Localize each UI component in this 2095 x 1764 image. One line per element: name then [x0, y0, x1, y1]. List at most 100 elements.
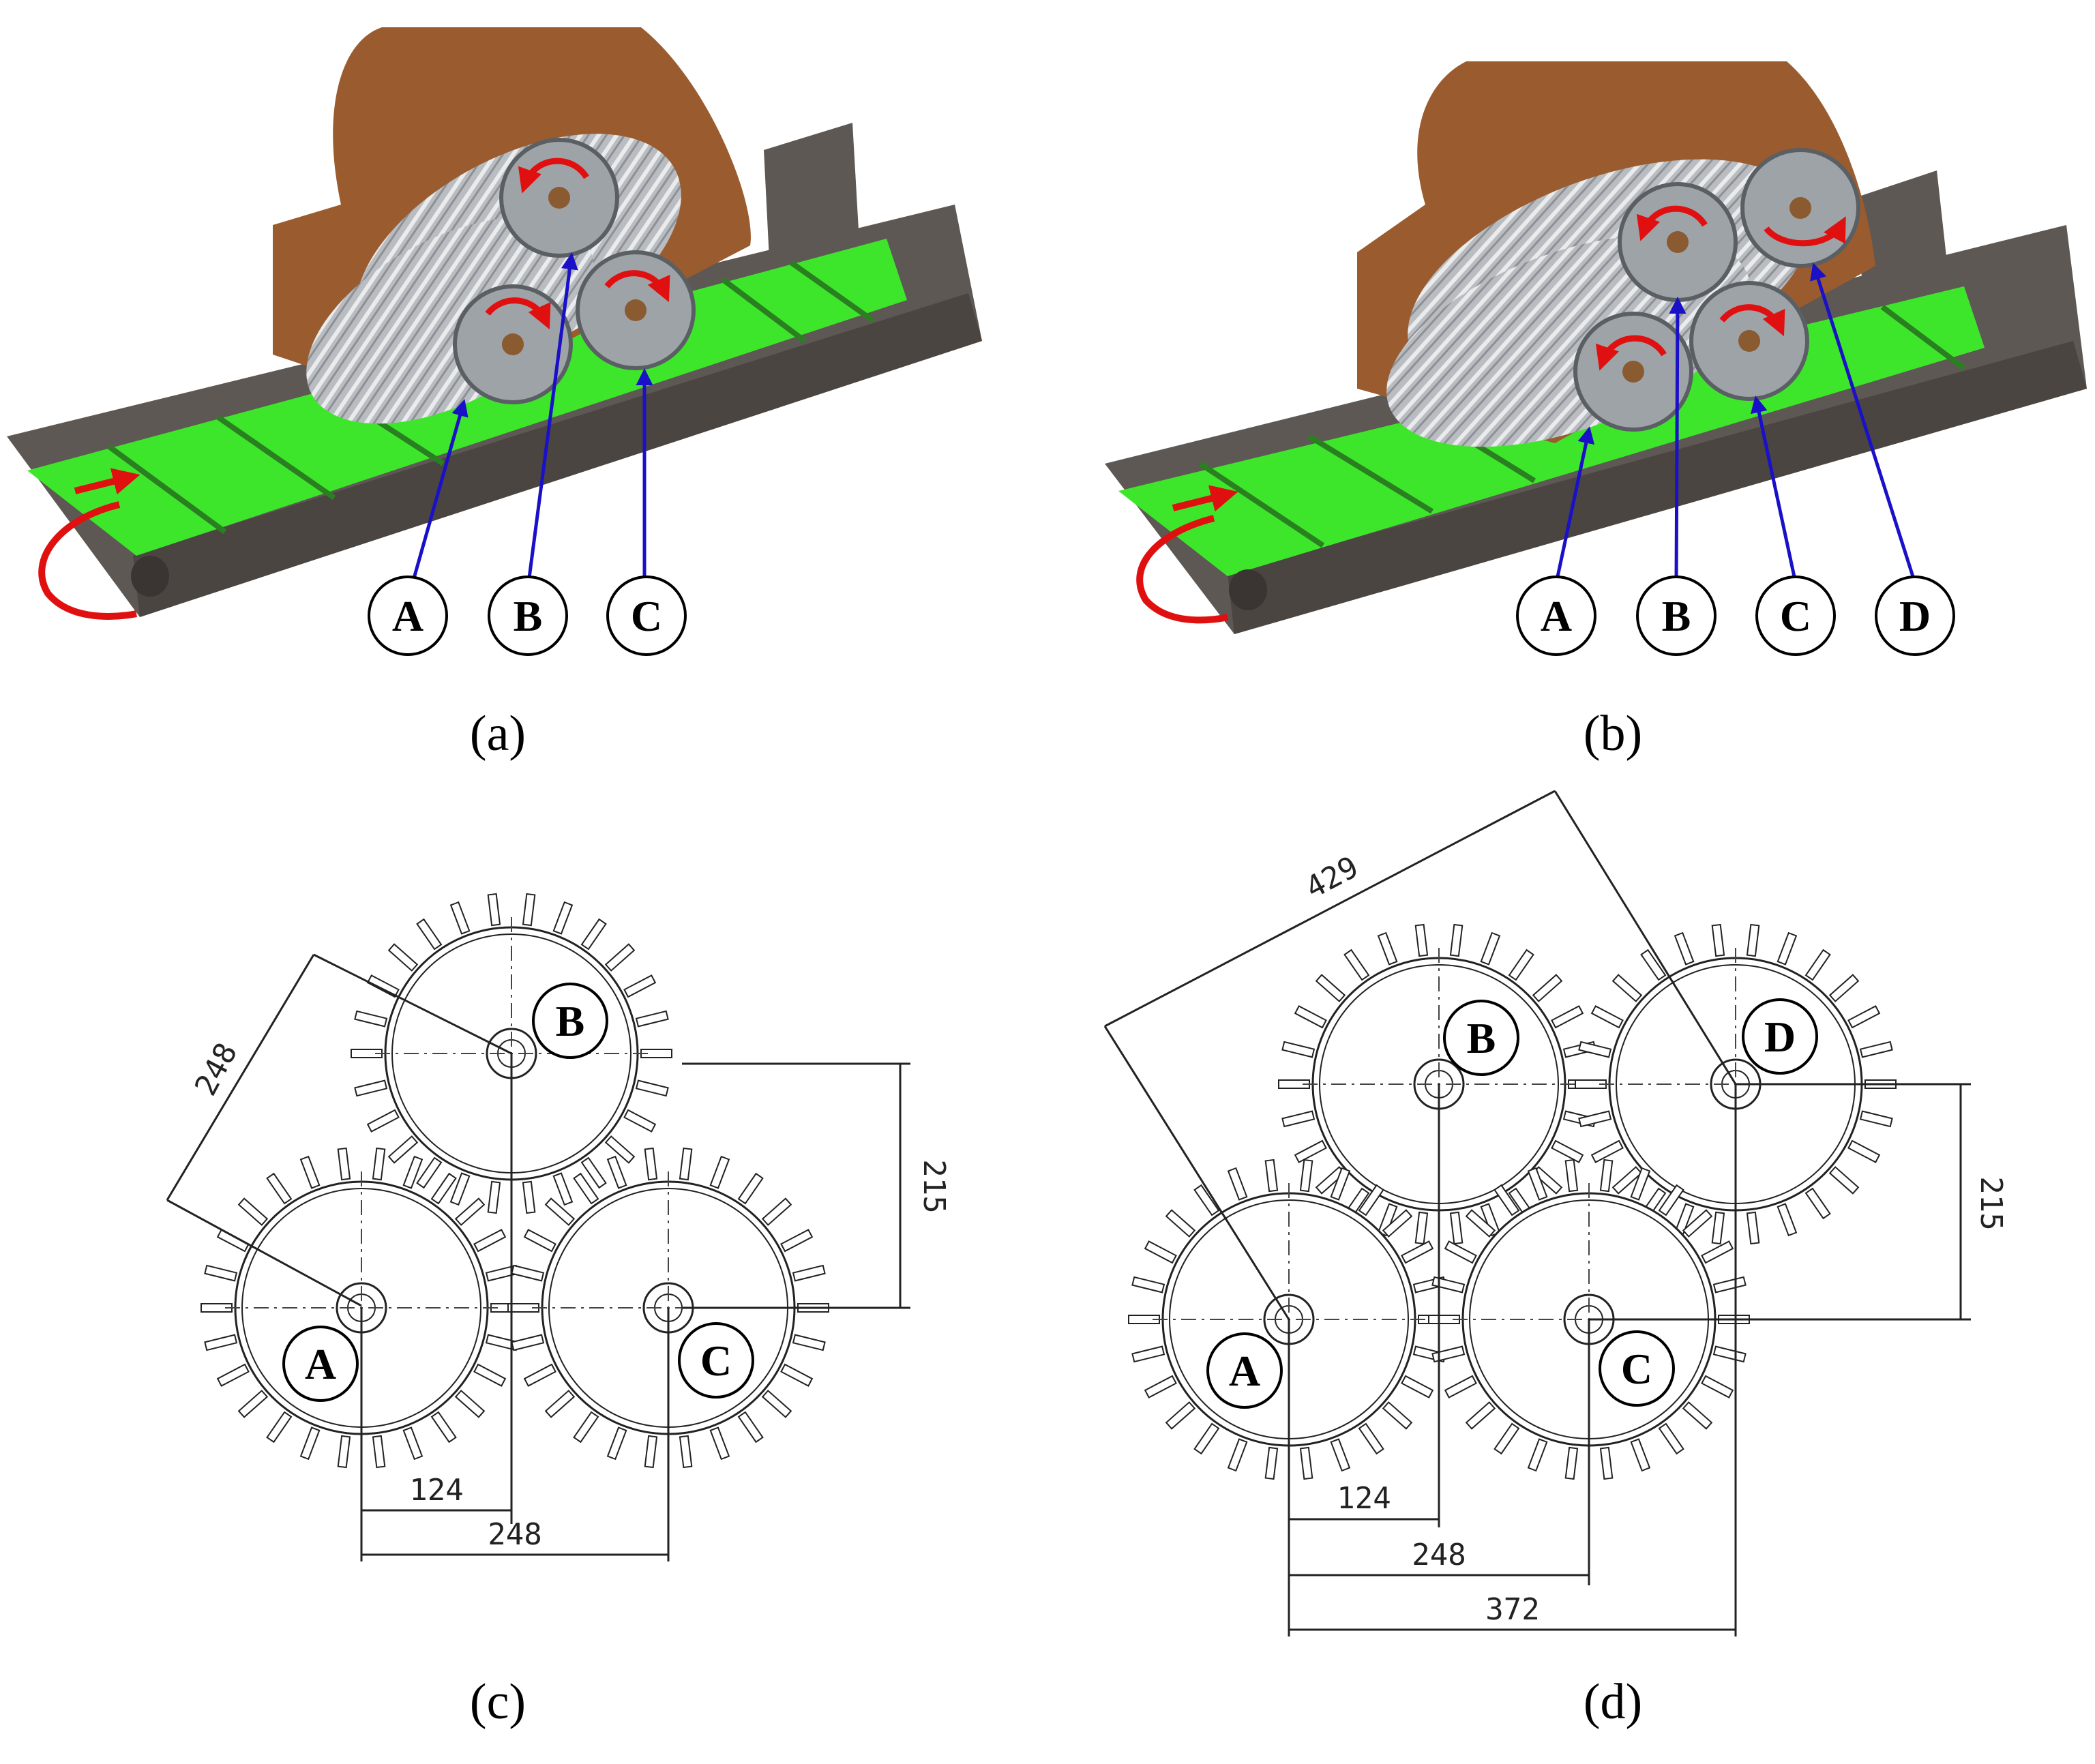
dim-short-d: 124: [1337, 1481, 1391, 1516]
bristle-tooth: [216, 1229, 250, 1253]
bristle-tooth: [204, 1264, 238, 1282]
callout-b-D: D: [1875, 575, 1955, 656]
bristle-tooth: [644, 1435, 658, 1469]
bristle-tooth: [1264, 1446, 1279, 1480]
callout-d-D: D: [1742, 998, 1818, 1075]
bristle-tooth: [416, 1156, 443, 1189]
bristle-tooth: [580, 1156, 607, 1189]
bristle-tooth: [1611, 974, 1643, 1002]
bristle-tooth: [1578, 1110, 1612, 1128]
callout-label: C: [631, 592, 662, 640]
callout-label: B: [1467, 1014, 1496, 1062]
bristle-tooth: [1711, 1211, 1725, 1245]
bristle-tooth: [1444, 1240, 1477, 1264]
bristle-tooth: [1701, 1240, 1734, 1264]
bristle-tooth: [1330, 1167, 1351, 1201]
bristle-tooth: [430, 1172, 457, 1205]
bristle-tooth: [623, 1109, 657, 1133]
bristle-tooth: [354, 1079, 388, 1097]
callout-c-C: C: [678, 1322, 754, 1399]
bristle-tooth: [237, 1197, 269, 1226]
bristle-tooth: [1444, 1375, 1477, 1399]
callout-label: A: [392, 592, 424, 640]
bristle-tooth: [1449, 923, 1463, 957]
bristle-tooth: [1401, 1240, 1434, 1264]
bristle-tooth: [1227, 1167, 1248, 1201]
bristle-tooth: [372, 1435, 386, 1469]
bristle-tooth: [1828, 974, 1860, 1002]
bristle-tooth: [606, 1155, 627, 1189]
bristle-tooth: [644, 1147, 658, 1181]
bristle-tooth: [552, 1172, 574, 1206]
bristle-tooth: [1804, 948, 1831, 981]
bristle-tooth: [761, 1390, 792, 1418]
bristle-tooth: [1578, 1041, 1612, 1058]
bristle-tooth: [1551, 1139, 1584, 1163]
bristle-tooth: [266, 1172, 293, 1205]
bristle-tooth: [1847, 1005, 1881, 1029]
bristle-tooth: [1465, 1209, 1496, 1238]
bristle-tooth: [337, 1147, 351, 1181]
bristle-tooth: [1859, 1041, 1893, 1058]
bristle-tooth: [1131, 1276, 1165, 1294]
dimension-lines-c: [166, 953, 910, 1561]
bristle-tooth: [1828, 1166, 1860, 1195]
bristle-tooth: [1508, 948, 1534, 981]
bristle-tooth: [372, 1147, 386, 1181]
dim-diag-c: 248: [188, 1037, 244, 1101]
callout-label: B: [1662, 592, 1691, 640]
bristle-tooth: [1527, 1438, 1548, 1472]
bristle-tooth: [737, 1172, 764, 1205]
callout-label: B: [556, 997, 585, 1045]
bristle-tooth: [511, 1264, 545, 1282]
callout-b-A: A: [1516, 575, 1596, 656]
bristle-tooth: [366, 1109, 400, 1133]
bristle-tooth: [266, 1411, 293, 1444]
bristle-tooth: [1564, 1158, 1579, 1193]
dim-short-c: 124: [409, 1473, 463, 1508]
bristle-tooth: [1281, 1041, 1316, 1058]
bristle-tooth: [1449, 1211, 1463, 1245]
bristle-tooth: [623, 974, 657, 998]
bristle-tooth: [1551, 1005, 1584, 1029]
bristle-tooth: [1564, 1446, 1579, 1480]
bristle-tooth: [1358, 1422, 1384, 1455]
bristle-tooth: [1599, 1446, 1614, 1480]
callout-b-C: C: [1755, 575, 1836, 656]
bristle-tooth: [1859, 1110, 1893, 1128]
bristle-tooth: [604, 1135, 636, 1164]
caption-d: (d): [1584, 1674, 1642, 1730]
bristle-tooth: [449, 901, 471, 935]
callout-label: A: [1229, 1347, 1260, 1395]
dim-vertical-d: 215: [1974, 1176, 2008, 1230]
bristle-tooth: [606, 1426, 627, 1461]
bristle-tooth: [1299, 1158, 1313, 1193]
callout-label: D: [1764, 1013, 1796, 1061]
bristle-tooth: [430, 1411, 457, 1444]
callout-label: D: [1899, 592, 1931, 640]
bristle-tooth: [387, 1135, 419, 1164]
caption-c: (c): [470, 1674, 526, 1730]
bristle-tooth: [1227, 1438, 1248, 1472]
bristle-tooth: [1165, 1401, 1196, 1430]
caption-b: (b): [1584, 706, 1642, 762]
dim-vertical-c: 215: [917, 1159, 951, 1213]
panel-c-three-roller-drawing: 248 215 124 248 A B C: [166, 893, 951, 1561]
bristle-tooth: [1746, 1211, 1760, 1245]
dimension-lines-d: [1103, 790, 1971, 1636]
panel-a-conveyor-3-rollers: A B C: [7, 27, 982, 656]
callout-label: C: [700, 1336, 732, 1385]
callout-a-A: A: [368, 575, 448, 656]
bristle-tooth: [354, 1010, 388, 1028]
callout-c-A: A: [282, 1326, 359, 1402]
bristle-tooth: [1264, 1158, 1279, 1193]
bristle-tooth: [1494, 1422, 1520, 1455]
bristle-tooth: [1144, 1375, 1177, 1399]
bristle-tooth: [1294, 1139, 1327, 1163]
caption-a: (a): [470, 706, 526, 762]
callout-a-C: C: [606, 575, 687, 656]
bristle-tooth: [544, 1390, 576, 1418]
bristle-tooth: [454, 1390, 486, 1418]
bristle-tooth: [1144, 1240, 1177, 1264]
